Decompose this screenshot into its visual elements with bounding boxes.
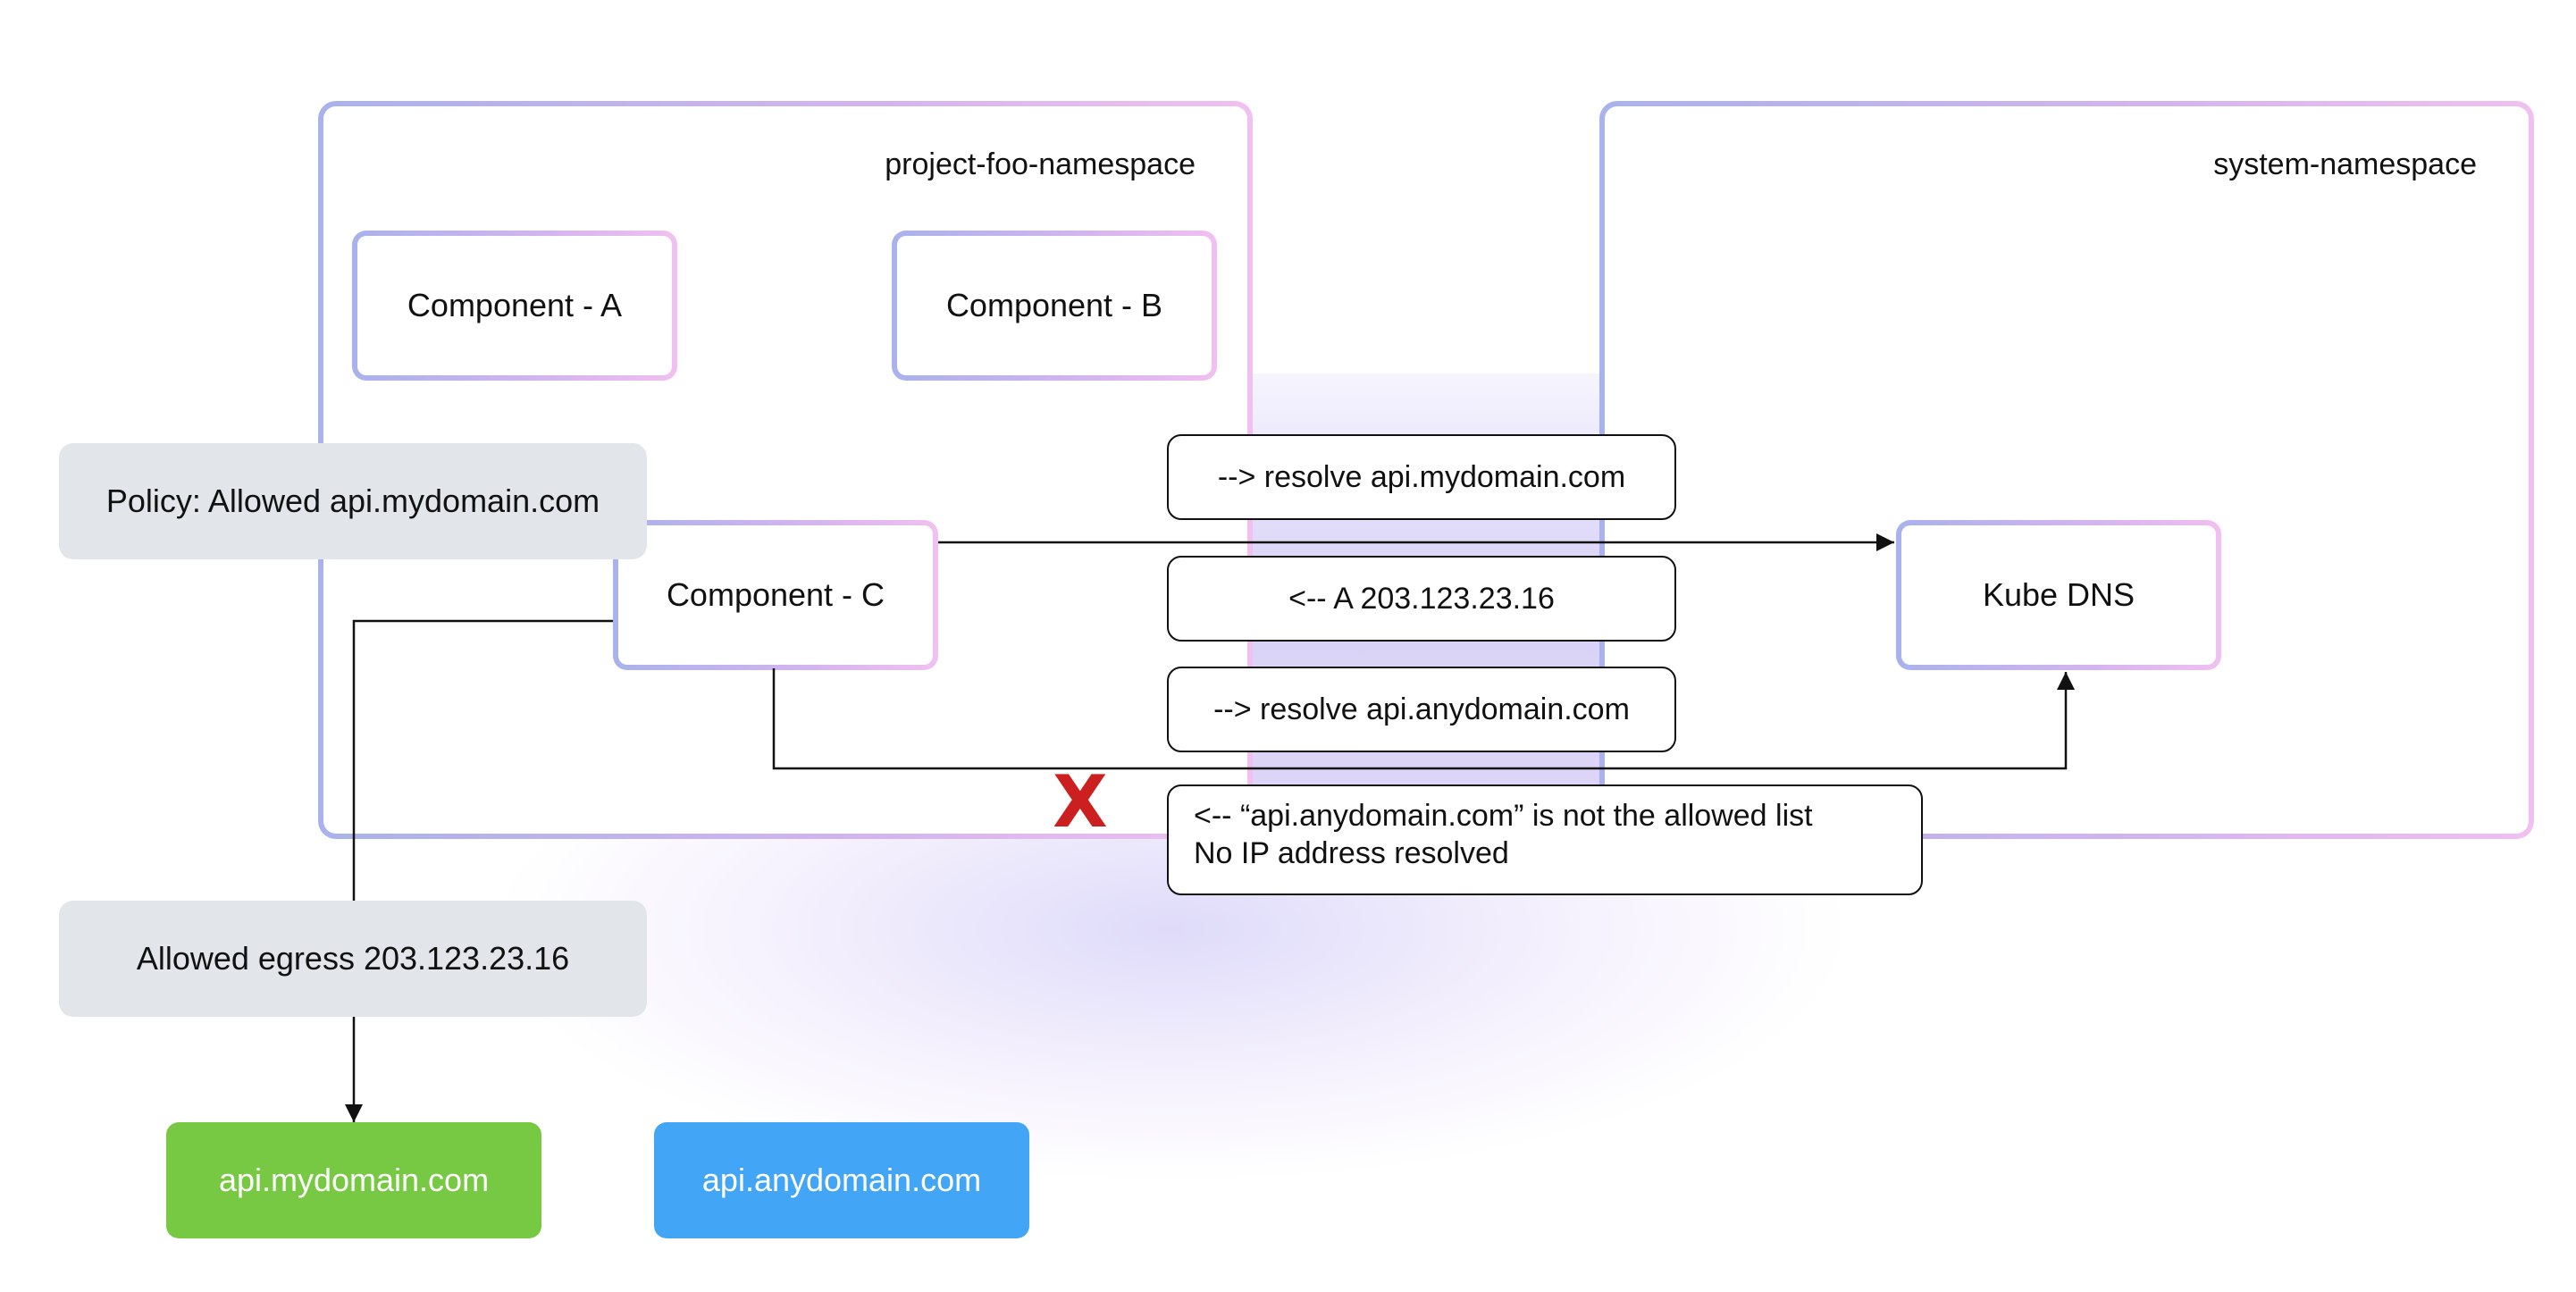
egress-policy-box: Allowed egress 203.123.23.16: [59, 901, 647, 1017]
system-namespace-label: system-namespace: [2213, 147, 2477, 181]
rejection-message: <-- “api.anydomain.com” is not the allow…: [1167, 784, 1923, 895]
resolve-blocked-arrow: [772, 668, 2075, 770]
denied-destination-box[interactable]: api.anydomain.com: [654, 1122, 1029, 1238]
resolve-anydomain-message: --> resolve api.anydomain.com: [1167, 667, 1676, 752]
egress-arrow: [345, 619, 613, 1122]
component-c-box[interactable]: Component - C: [613, 520, 938, 670]
blocked-x-icon: X: [1053, 760, 1108, 843]
project-namespace-label: project-foo-namespace: [885, 147, 1196, 181]
component-b-box[interactable]: Component - B: [892, 231, 1217, 381]
rejection-message-line-2: No IP address resolved: [1194, 836, 1509, 870]
policy-box: Policy: Allowed api.mydomain.com: [59, 443, 647, 559]
resolve-mydomain-message: --> resolve api.mydomain.com: [1167, 434, 1676, 520]
allowed-destination-box[interactable]: api.mydomain.com: [166, 1122, 541, 1238]
a-record-answer-message: <-- A 203.123.23.16: [1167, 556, 1676, 642]
rejection-message-line-1: <-- “api.anydomain.com” is not the allow…: [1194, 799, 1813, 833]
component-a-box[interactable]: Component - A: [352, 231, 677, 381]
kube-dns-box[interactable]: Kube DNS: [1896, 520, 2221, 670]
